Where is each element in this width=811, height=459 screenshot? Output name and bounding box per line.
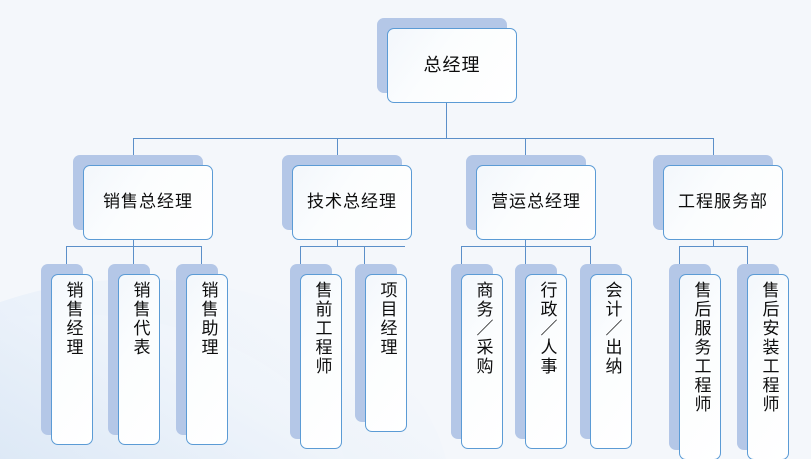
node-label: 工程服务部: [678, 192, 768, 213]
node-general-manager[interactable]: 总经理: [377, 18, 517, 103]
node-face: 工程服务部: [663, 165, 783, 240]
node-accounting-cashier[interactable]: 会计／出纳: [580, 264, 632, 449]
node-face: 售前工程师: [300, 274, 342, 449]
node-sales-general-manager[interactable]: 销售总经理: [73, 155, 213, 240]
connector-engineering-bus: [679, 246, 747, 247]
node-face: 技术总经理: [292, 165, 412, 240]
node-after-sales-service-engineer[interactable]: 售后服务工程师: [669, 264, 721, 459]
node-label: 商务／采购: [472, 281, 493, 376]
connector-sales-bus: [66, 246, 201, 247]
node-face: 售后服务工程师: [679, 274, 721, 459]
node-face: 销售助理: [186, 274, 228, 445]
node-after-sales-installation-engineer[interactable]: 售后安装工程师: [737, 264, 789, 459]
node-label: 营运总经理: [491, 192, 581, 213]
node-label: 销售经理: [62, 281, 83, 357]
node-face: 销售经理: [51, 274, 93, 445]
connector-ops-bus: [461, 246, 590, 247]
node-face: 营运总经理: [476, 165, 596, 240]
node-label: 技术总经理: [307, 192, 397, 213]
node-label: 销售代表: [129, 281, 150, 357]
node-sales-manager[interactable]: 销售经理: [41, 264, 93, 445]
node-sales-representative[interactable]: 销售代表: [108, 264, 160, 445]
node-label: 售后安装工程师: [758, 281, 779, 414]
connector-root-stem: [446, 103, 447, 139]
node-face: 商务／采购: [461, 274, 503, 449]
node-face: 会计／出纳: [590, 274, 632, 449]
node-project-manager[interactable]: 项目经理: [355, 264, 407, 432]
node-label: 项目经理: [376, 281, 397, 357]
node-operations-general-manager[interactable]: 营运总经理: [466, 155, 596, 240]
node-label: 行政／人事: [536, 281, 557, 376]
node-presales-engineer[interactable]: 售前工程师: [290, 264, 342, 449]
node-face: 行政／人事: [525, 274, 567, 449]
connector-level2-bus: [133, 138, 714, 139]
node-label: 总经理: [423, 54, 481, 76]
node-technical-general-manager[interactable]: 技术总经理: [282, 155, 412, 240]
node-label: 销售总经理: [103, 192, 193, 213]
node-label: 售前工程师: [311, 281, 332, 376]
node-face: 销售代表: [118, 274, 160, 445]
node-face: 销售总经理: [83, 165, 213, 240]
node-face: 售后安装工程师: [747, 274, 789, 459]
node-label: 售后服务工程师: [690, 281, 711, 414]
node-face: 总经理: [387, 28, 517, 103]
node-business-procurement[interactable]: 商务／采购: [451, 264, 503, 449]
node-label: 会计／出纳: [601, 281, 622, 376]
connector-tech-bus: [300, 246, 405, 247]
node-label: 销售助理: [197, 281, 218, 357]
node-engineering-service-department[interactable]: 工程服务部: [653, 155, 783, 240]
node-face: 项目经理: [365, 274, 407, 432]
node-sales-assistant[interactable]: 销售助理: [176, 264, 228, 445]
node-administration-hr[interactable]: 行政／人事: [515, 264, 567, 449]
